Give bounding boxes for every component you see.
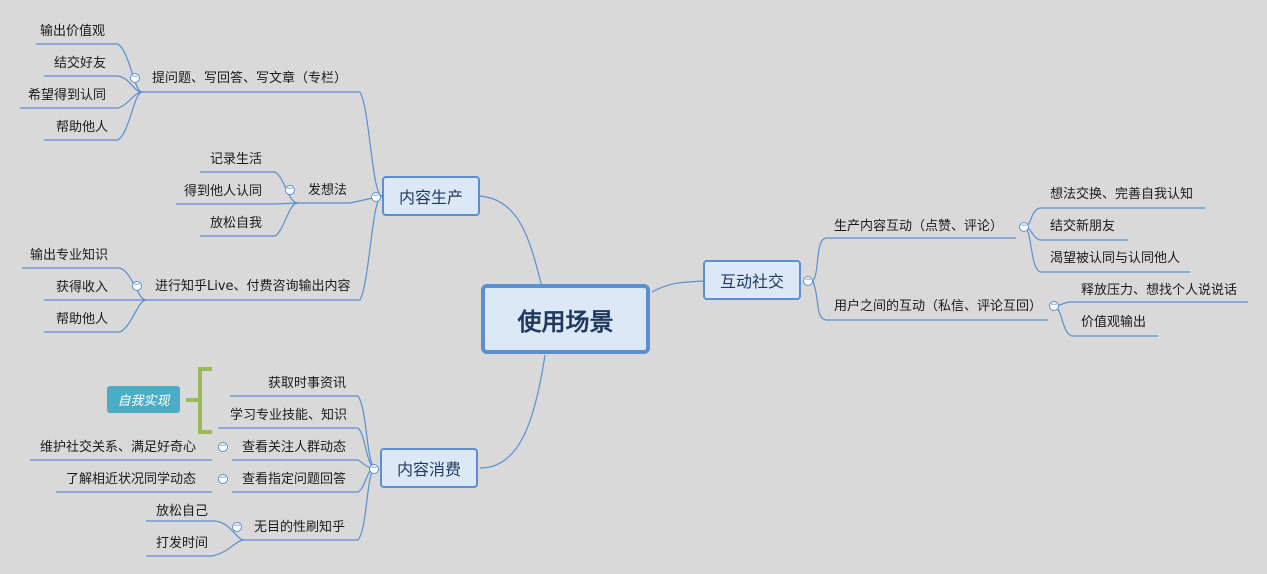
group-label[interactable]: 无目的性刷知乎 <box>254 520 346 535</box>
toggle-group[interactable]: − <box>130 72 140 83</box>
group-label[interactable]: 查看关注人群动态 <box>242 440 347 455</box>
branch-production[interactable]: 内容生产 <box>382 176 480 216</box>
leaf-label[interactable]: 获得收入 <box>56 280 109 295</box>
leaf-label[interactable]: 了解相近状况同学动态 <box>66 472 197 487</box>
group-label[interactable]: 查看指定问题回答 <box>242 472 347 487</box>
group-label[interactable]: 提问题、写回答、写文章（专栏） <box>152 71 348 86</box>
branch-consumption[interactable]: 内容消费 <box>380 448 478 488</box>
leaf-label[interactable]: 释放压力、想找个人说说话 <box>1081 283 1238 298</box>
group-label[interactable]: 生产内容互动（点赞、评论） <box>834 219 1004 234</box>
summary-bracket <box>186 367 212 434</box>
root-label: 使用场景 <box>517 307 614 336</box>
branch-interaction[interactable]: 互动社交 <box>703 260 801 300</box>
toggle-consumption[interactable]: − <box>369 463 379 474</box>
leaf-label[interactable]: 帮助他人 <box>56 312 109 327</box>
leaf-label[interactable]: 打发时间 <box>156 536 209 551</box>
toggle-production[interactable]: − <box>371 191 381 202</box>
leaf-label[interactable]: 希望得到认同 <box>28 88 107 103</box>
toggle-group[interactable]: − <box>232 521 242 532</box>
group-label[interactable]: 获取时事资讯 <box>268 376 347 391</box>
leaf-label[interactable]: 结交新朋友 <box>1050 219 1116 234</box>
group-label[interactable]: 用户之间的互动（私信、评论互回） <box>834 299 1043 314</box>
leaf-label[interactable]: 帮助他人 <box>56 120 109 135</box>
leaf-label[interactable]: 输出专业知识 <box>30 248 109 263</box>
leaf-label[interactable]: 输出价值观 <box>40 24 106 39</box>
group-label[interactable]: 发想法 <box>308 183 348 198</box>
toggle-group[interactable]: − <box>218 473 228 484</box>
toggle-group[interactable]: − <box>285 184 295 195</box>
branch-interaction-label: 互动社交 <box>719 272 784 291</box>
toggle-interaction[interactable]: − <box>803 275 813 286</box>
toggle-group[interactable]: − <box>218 441 228 452</box>
leaf-label[interactable]: 价值观输出 <box>1081 315 1147 330</box>
summary-tag[interactable]: 自我实现 <box>107 386 180 413</box>
leaf-label[interactable]: 维护社交关系、满足好奇心 <box>40 440 197 455</box>
toggle-group[interactable]: − <box>132 280 142 291</box>
root-node[interactable]: 使用场景 <box>481 284 650 354</box>
group-label[interactable]: 进行知乎Live、付费咨询输出内容 <box>155 279 351 294</box>
leaf-label[interactable]: 放松自己 <box>156 504 209 519</box>
leaf-label[interactable]: 想法交换、完善自我认知 <box>1050 187 1194 202</box>
branch-production-label: 内容生产 <box>398 188 463 207</box>
leaf-label[interactable]: 得到他人认同 <box>184 184 263 199</box>
leaf-label[interactable]: 记录生活 <box>210 152 263 167</box>
group-label[interactable]: 学习专业技能、知识 <box>230 408 348 423</box>
branch-consumption-label: 内容消费 <box>396 460 461 479</box>
leaf-label[interactable]: 渴望被认同与认同他人 <box>1050 251 1181 266</box>
leaf-label[interactable]: 放松自我 <box>210 216 263 231</box>
toggle-group[interactable]: − <box>1049 300 1059 311</box>
toggle-group[interactable]: − <box>1019 221 1029 232</box>
summary-tag-label: 自我实现 <box>117 394 170 409</box>
leaf-label[interactable]: 结交好友 <box>54 56 107 71</box>
